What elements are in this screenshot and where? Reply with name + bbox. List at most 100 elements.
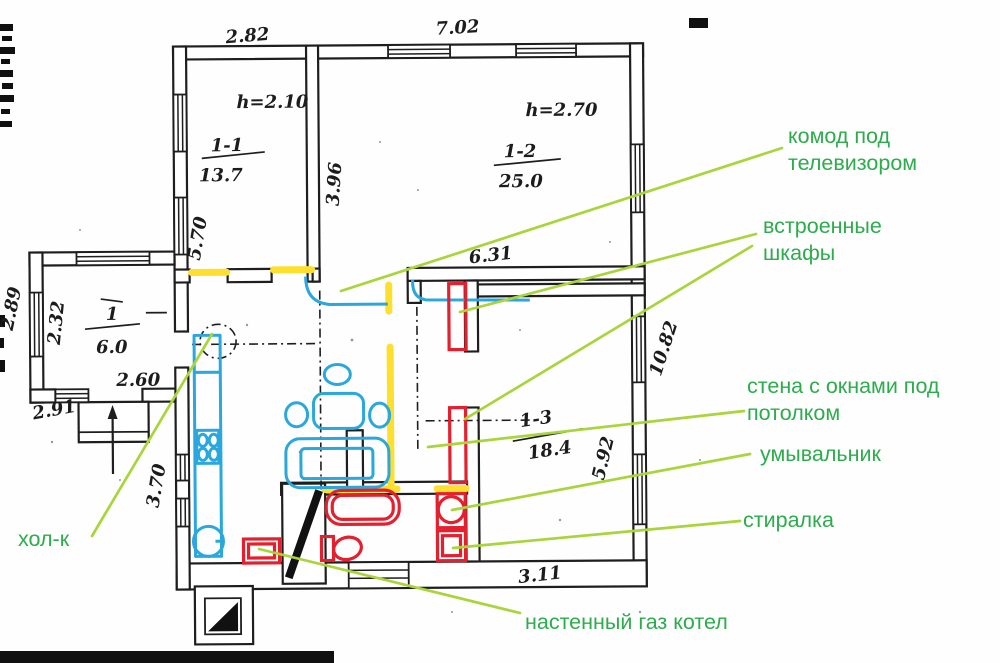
hall-door-swing bbox=[304, 276, 388, 306]
washbasin-bowl bbox=[436, 495, 466, 525]
scan-mark bbox=[689, 18, 708, 28]
annotation-line-boiler bbox=[257, 547, 522, 615]
stove bbox=[195, 428, 221, 465]
burner bbox=[207, 446, 220, 462]
scan-mark bbox=[0, 315, 5, 327]
window-annex-left bbox=[28, 291, 45, 358]
chair-top bbox=[322, 362, 352, 386]
scan-artifacts bbox=[0, 18, 708, 663]
dim-232: 2.32 bbox=[44, 300, 69, 347]
label-wall-windows-line1: стена с окнами под bbox=[747, 374, 940, 398]
scan-mark bbox=[1, 59, 10, 64]
window-right-3 bbox=[631, 453, 648, 526]
wall-room12-south bbox=[406, 265, 646, 283]
scan-mark bbox=[0, 121, 12, 127]
kitchen-sink-circle bbox=[191, 524, 225, 558]
speckle bbox=[609, 241, 611, 243]
scan-mark bbox=[0, 95, 14, 102]
burner bbox=[196, 446, 209, 462]
room12-height: h=2.70 bbox=[525, 100, 598, 122]
annotation-lines bbox=[90, 146, 784, 615]
scan-mark bbox=[2, 36, 12, 41]
annex-fraction-line bbox=[84, 322, 141, 331]
yellow-marks bbox=[188, 266, 470, 494]
table bbox=[312, 391, 366, 431]
dim-1082: 10.82 bbox=[645, 318, 682, 378]
speckle bbox=[417, 189, 419, 191]
annotation-line-dresser bbox=[339, 146, 784, 293]
scan-mark bbox=[0, 24, 13, 31]
scan-mark bbox=[0, 360, 5, 372]
dim-top-left: 2.82 bbox=[224, 24, 270, 48]
chimney-flue-diagonal bbox=[284, 489, 323, 580]
sofa-seat bbox=[299, 446, 375, 481]
burner bbox=[196, 432, 209, 448]
room12-fraction-line bbox=[493, 158, 561, 167]
toilet-bowl bbox=[332, 535, 363, 562]
gas-boiler bbox=[241, 537, 282, 565]
speckle bbox=[699, 459, 701, 461]
dim-289: 2.89 bbox=[0, 285, 26, 334]
room11-fraction-line bbox=[201, 151, 265, 160]
annotation-line-washing-machine bbox=[451, 519, 742, 550]
window-top-1 bbox=[387, 43, 452, 59]
label-tv-dresser-line1: комод под bbox=[788, 124, 891, 148]
chimney-symbol bbox=[208, 602, 239, 632]
window-right-1 bbox=[629, 143, 646, 214]
chair-right bbox=[368, 401, 392, 429]
red-fixtures bbox=[241, 281, 468, 565]
dashdot-old-wall-horizontal bbox=[192, 342, 319, 346]
dim-260: 2.60 bbox=[115, 370, 160, 391]
room11-area: 13.7 bbox=[199, 165, 243, 186]
wall-room11-east bbox=[304, 44, 321, 283]
dashdot-lines bbox=[192, 290, 531, 491]
label-washing-machine: стиралка bbox=[743, 508, 834, 532]
wall-room11-south-a bbox=[173, 268, 191, 284]
annotation-line-wardrobe-1 bbox=[458, 232, 758, 314]
speckle bbox=[119, 479, 121, 481]
scan-mark bbox=[0, 47, 15, 54]
window-annex-top bbox=[75, 250, 151, 267]
label-tv-dresser-line2: телевизором bbox=[788, 151, 917, 175]
burner bbox=[207, 432, 220, 448]
dashdot-hall-vertical bbox=[416, 306, 419, 452]
window-left-1 bbox=[172, 93, 188, 153]
dim-311: 3.11 bbox=[517, 562, 563, 588]
speckle bbox=[350, 338, 354, 342]
windows bbox=[28, 42, 648, 590]
dashdot-old-wall-vertical bbox=[318, 290, 322, 491]
annex-number: 1 bbox=[106, 304, 119, 325]
speckle bbox=[519, 329, 521, 331]
room11-number: 1-1 bbox=[211, 135, 244, 156]
dashdot-hall-horizontal bbox=[425, 419, 531, 422]
speckle bbox=[379, 141, 381, 143]
bathtub bbox=[324, 488, 401, 527]
window-left-2 bbox=[173, 196, 189, 256]
label-wardrobes-line1: встроенные bbox=[763, 214, 882, 238]
sofa bbox=[284, 436, 391, 490]
scan-mark-bottom-strip bbox=[0, 651, 334, 663]
window-left-kitchen-1 bbox=[174, 453, 190, 482]
tv-dresser-line bbox=[411, 279, 530, 302]
chair-left bbox=[284, 401, 310, 429]
washing-machine-inner bbox=[440, 533, 463, 558]
label-wall-windows-line2: потолком bbox=[747, 401, 840, 425]
annotation-line-washbasin bbox=[450, 452, 752, 512]
built-in-wardrobe-1 bbox=[447, 281, 468, 352]
scan-mark bbox=[0, 70, 13, 77]
annotation-line-wall-windows bbox=[426, 409, 746, 449]
room11-height: h=2.10 bbox=[236, 92, 309, 114]
wall-room11-south-c bbox=[311, 267, 321, 283]
speckle bbox=[638, 610, 642, 614]
bathtub-inner bbox=[330, 493, 395, 522]
speckle bbox=[50, 440, 54, 444]
annex-area: 6.0 bbox=[96, 337, 128, 358]
entrance-arrow-head bbox=[107, 405, 118, 420]
dim-top-right: 7.02 bbox=[435, 16, 480, 40]
dim-592: 5.92 bbox=[588, 434, 619, 482]
room13-area: 18.4 bbox=[527, 437, 573, 464]
speckle bbox=[245, 323, 249, 327]
scan-mark bbox=[0, 338, 4, 348]
speckle bbox=[558, 518, 562, 522]
